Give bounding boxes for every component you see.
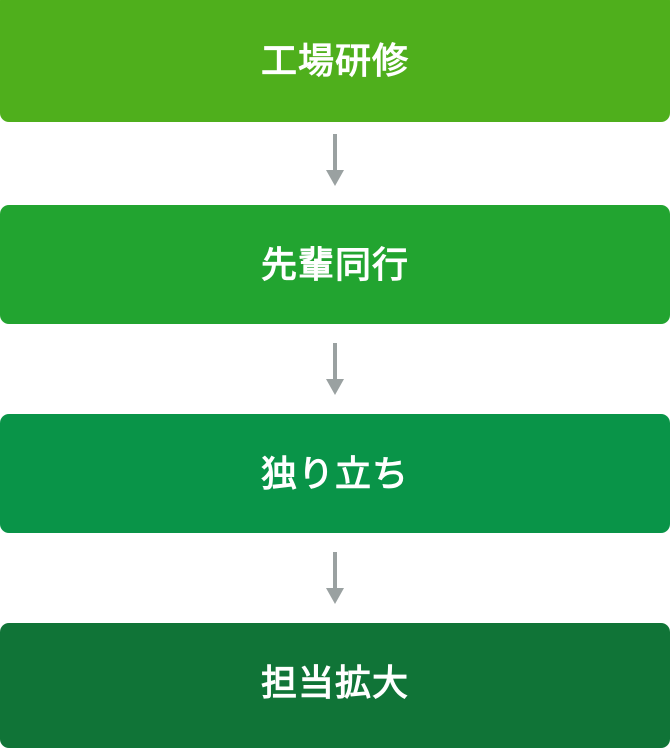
arrow-shaft bbox=[333, 343, 337, 381]
arrow-head bbox=[326, 170, 344, 186]
arrow-down-icon bbox=[326, 343, 344, 395]
flow-step-2[interactable]: 先輩同行 bbox=[0, 205, 670, 324]
flow-step-4[interactable]: 担当拡大 bbox=[0, 623, 670, 748]
flow-connector-3 bbox=[0, 552, 670, 606]
flow-connector-1 bbox=[0, 134, 670, 188]
flow-step-label: 先輩同行 bbox=[260, 243, 409, 285]
arrow-shaft bbox=[333, 552, 337, 590]
arrow-down-icon bbox=[326, 134, 344, 186]
flow-step-label: 担当拡大 bbox=[260, 661, 409, 703]
arrow-shaft bbox=[333, 134, 337, 172]
arrow-head bbox=[326, 379, 344, 395]
flow-step-label: 独り立ち bbox=[260, 452, 409, 494]
arrow-head bbox=[326, 588, 344, 604]
flow-step-3[interactable]: 独り立ち bbox=[0, 414, 670, 533]
arrow-down-icon bbox=[326, 552, 344, 604]
flow-step-label: 工場研修 bbox=[260, 40, 409, 82]
flow-step-1[interactable]: 工場研修 bbox=[0, 0, 670, 122]
flow-connector-2 bbox=[0, 343, 670, 397]
